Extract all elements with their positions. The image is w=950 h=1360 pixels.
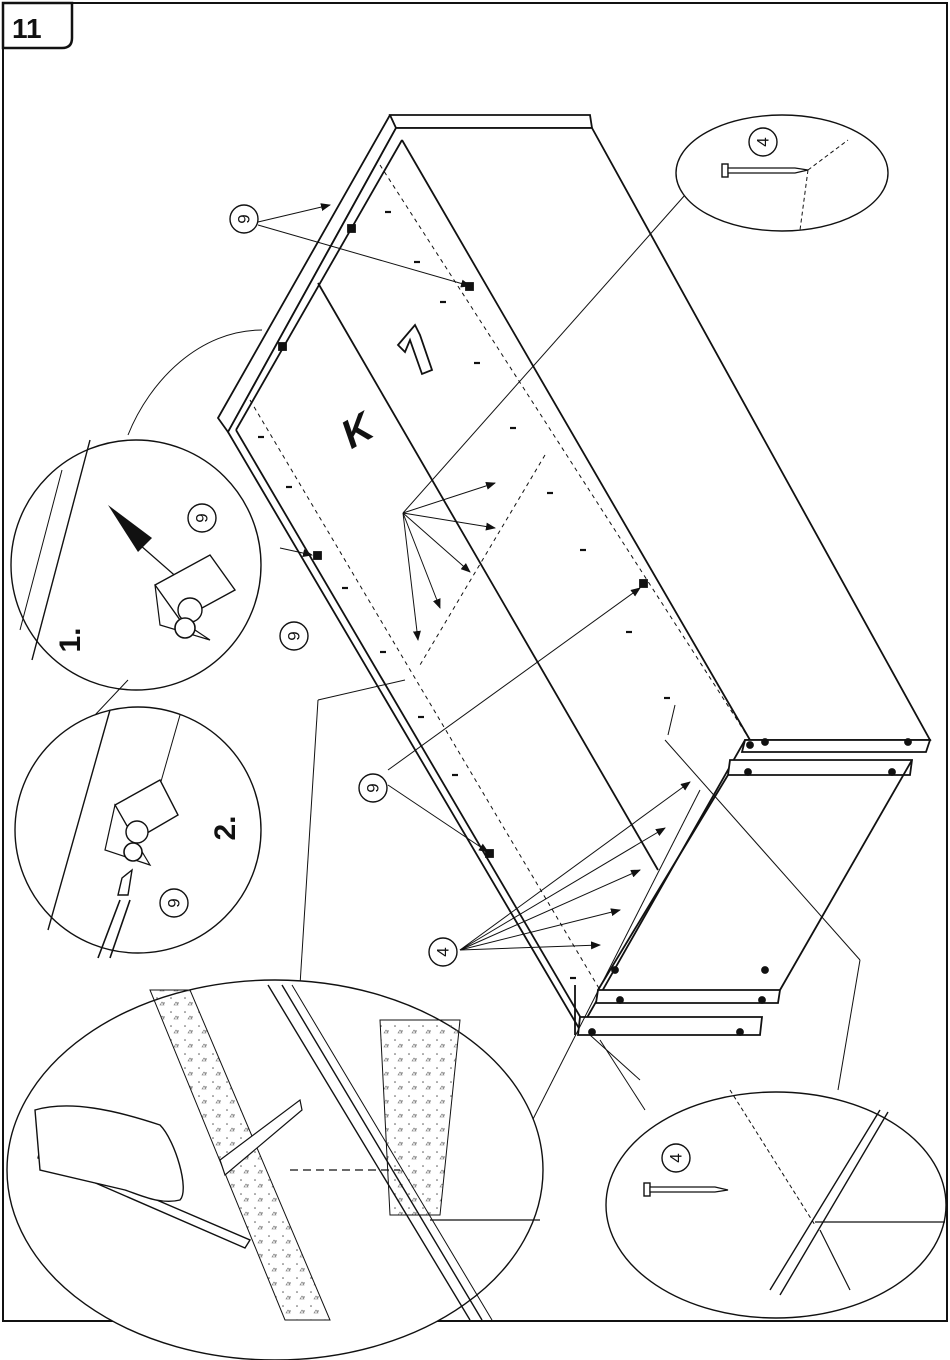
nail-detail-inset-bottom xyxy=(606,1090,946,1318)
callout-nail-top-inset: 4 xyxy=(749,128,777,156)
callout-nail-bottom-group: 4 xyxy=(429,938,457,966)
sequence-label-2: 2. xyxy=(209,815,242,840)
step-number: 11 xyxy=(12,13,42,44)
svg-text:4: 4 xyxy=(667,1153,686,1162)
nail-detail-inset-top xyxy=(676,115,888,231)
callout-nail-bottom-inset: 4 xyxy=(662,1144,690,1172)
callout-screw-bottom: 9 xyxy=(359,774,387,802)
svg-text:9: 9 xyxy=(285,631,304,640)
marking-detail-inset xyxy=(7,980,543,1360)
step-number-tab: 11 xyxy=(3,3,72,48)
svg-text:9: 9 xyxy=(364,783,383,792)
svg-text:9: 9 xyxy=(165,898,184,907)
callout-screw-inset-2: 9 xyxy=(160,889,188,917)
sequence-label-1: 1. xyxy=(54,627,87,652)
callout-screw-middle: 9 xyxy=(280,622,308,650)
svg-text:4: 4 xyxy=(754,137,773,146)
svg-text:9: 9 xyxy=(235,214,254,223)
callout-screw-top: 9 xyxy=(230,205,258,233)
svg-text:9: 9 xyxy=(193,513,212,522)
screw-detail-inset-step-1 xyxy=(11,330,262,690)
callout-screw-inset-1: 9 xyxy=(188,504,216,532)
svg-text:4: 4 xyxy=(434,947,453,956)
cabinet-drawing xyxy=(218,115,930,1035)
